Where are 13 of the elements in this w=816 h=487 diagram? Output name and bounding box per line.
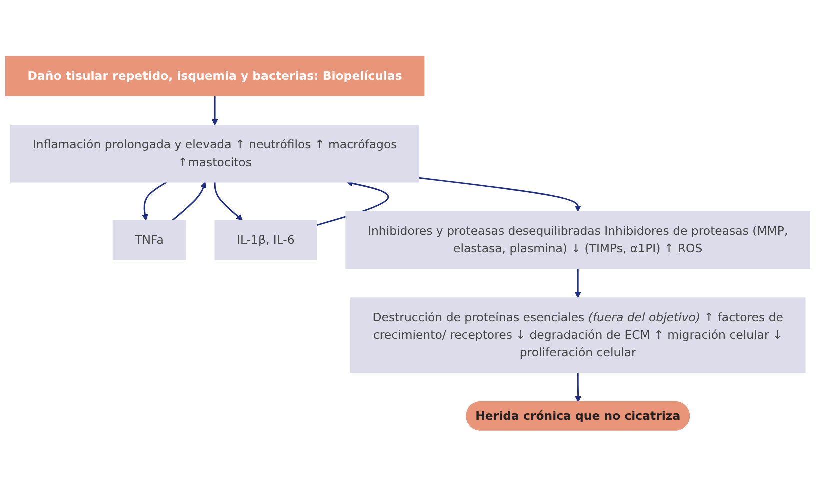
- arrow: [212, 96, 218, 126]
- arrow: [575, 372, 582, 403]
- arrow: [419, 177, 582, 212]
- arrow: [574, 268, 582, 298]
- node-box: Destrucción de proteínas esenciales (fuera del objetivo) ↑ factores de crecimiento/ receptores ↓ degradación de ECM ↑ migración celular ↓ proliferación celular: [350, 298, 806, 373]
- node-box: Inhibidores y proteasas desequilibradas Inhibidores de proteasas (MMP, elastasa, plasmina) ↓ (TIMPs, α1PI) ↑ ROS: [346, 211, 810, 270]
- node-box: IL-1β, IL-6: [214, 220, 318, 260]
- node-box: Inflamación prolongada y elevada ↑ neutrófilos ↑ macrófagos ↑mastocitos: [10, 124, 420, 183]
- arrow: [214, 182, 243, 221]
- arrow: [172, 182, 207, 221]
- arrow: [142, 182, 168, 221]
- node-box: Daño tisular repetido, isquemia y bacterias: Biopelículas: [6, 56, 425, 96]
- node-box: TNFa: [112, 220, 186, 260]
